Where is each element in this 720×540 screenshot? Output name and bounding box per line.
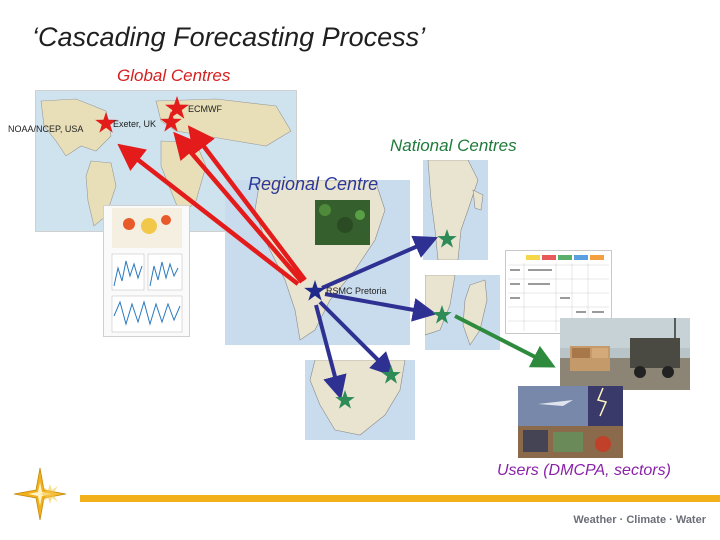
- rsmc-label: RSMC Pretoria: [326, 286, 387, 296]
- africa-map-shapes: [254, 180, 386, 341]
- compass-logo-icon: [13, 467, 67, 521]
- east-africa-map: [423, 160, 488, 260]
- east-africa-map-shapes: [427, 160, 484, 260]
- arrow-rsmc-to-east-africa: [321, 235, 438, 290]
- collage-photo-graphics: [518, 386, 623, 458]
- forecast-products-panel: [103, 205, 190, 337]
- star-icon-noaa: [95, 112, 117, 133]
- star-icon-mozambique: [381, 365, 401, 384]
- footer-tagline: Weather · Climate · Water: [573, 514, 706, 526]
- star-icon-rsmc: [304, 280, 326, 301]
- star-icon-madagascar: [432, 305, 452, 324]
- forecast-products-graphics: [111, 208, 183, 333]
- noaa-label: NOAA/NCEP, USA: [8, 124, 84, 134]
- users-photo-collage: [518, 386, 623, 458]
- global-centres-label: Global Centres: [117, 66, 231, 85]
- ecmwf-label: ECMWF: [188, 104, 222, 114]
- arrow-national-to-users: [454, 314, 556, 368]
- page-title: ‘Cascading Forecasting Process’: [32, 22, 426, 52]
- star-icon-east-africa: [437, 229, 457, 248]
- regional-centre-label: Regional Centre: [248, 174, 379, 194]
- logistics-photo-graphics: [560, 318, 690, 390]
- star-icon-exeter: [160, 111, 182, 132]
- arrow-exeter-to-rsmc: [173, 131, 304, 284]
- users-label: Users (DMCPA, sectors): [497, 462, 671, 479]
- star-icon-ecmwf: [165, 96, 189, 119]
- arrow-noaa-to-rsmc: [117, 143, 300, 286]
- arrow-rsmc-to-mozambique: [318, 300, 395, 377]
- users-photo-logistics: [560, 318, 690, 390]
- star-icon-namibia: [335, 390, 355, 409]
- exeter-label: Exeter, UK: [113, 119, 157, 129]
- footer-bar: [80, 495, 720, 502]
- arrow-rsmc-to-madagascar: [324, 292, 437, 322]
- arrow-ecmwf-to-rsmc: [187, 125, 307, 282]
- world-map-shapes: [40, 98, 292, 227]
- arrow-rsmc-to-namibia: [314, 304, 347, 400]
- national-centres-label: National Centres: [390, 136, 517, 155]
